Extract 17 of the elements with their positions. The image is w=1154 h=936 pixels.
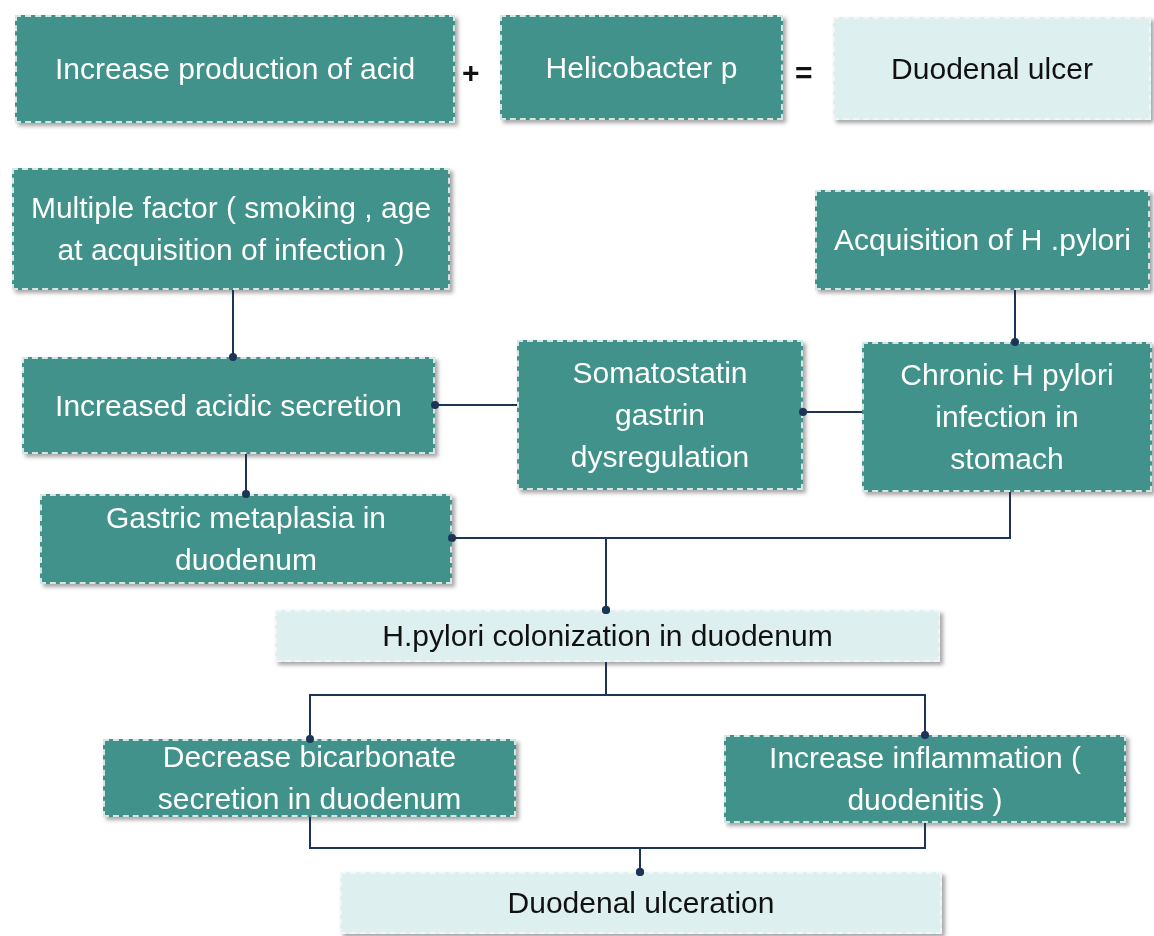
result-box: H.pylori colonization in duodenum (275, 610, 940, 662)
process-box: Increase production of acid (15, 15, 455, 123)
connector-line (799, 408, 863, 416)
process-box: Gastric metaplasia in duodenum (40, 494, 452, 584)
connector-line (431, 401, 518, 409)
operator-sign: + (462, 58, 480, 88)
operator-sign: = (795, 58, 813, 88)
process-box: Increased acidic secretion (22, 357, 435, 454)
process-box: Acquisition of H .pylori (815, 190, 1150, 290)
process-box: Helicobacter p (500, 15, 783, 120)
process-box: Decrease bicarbonate secretion in duodenum (103, 739, 516, 817)
result-box: Duodenal ulceration (340, 872, 942, 934)
process-box: Multiple factor ( smoking , age at acquisition of infection ) (12, 168, 450, 290)
process-box: Chronic H pylori infection in stomach (862, 342, 1152, 492)
result-box: Duodenal ulcer (833, 17, 1151, 120)
process-box: Somatostatin gastrin dysregulation (517, 340, 803, 490)
process-box: Increase inflammation ( duodenitis ) (724, 735, 1126, 823)
